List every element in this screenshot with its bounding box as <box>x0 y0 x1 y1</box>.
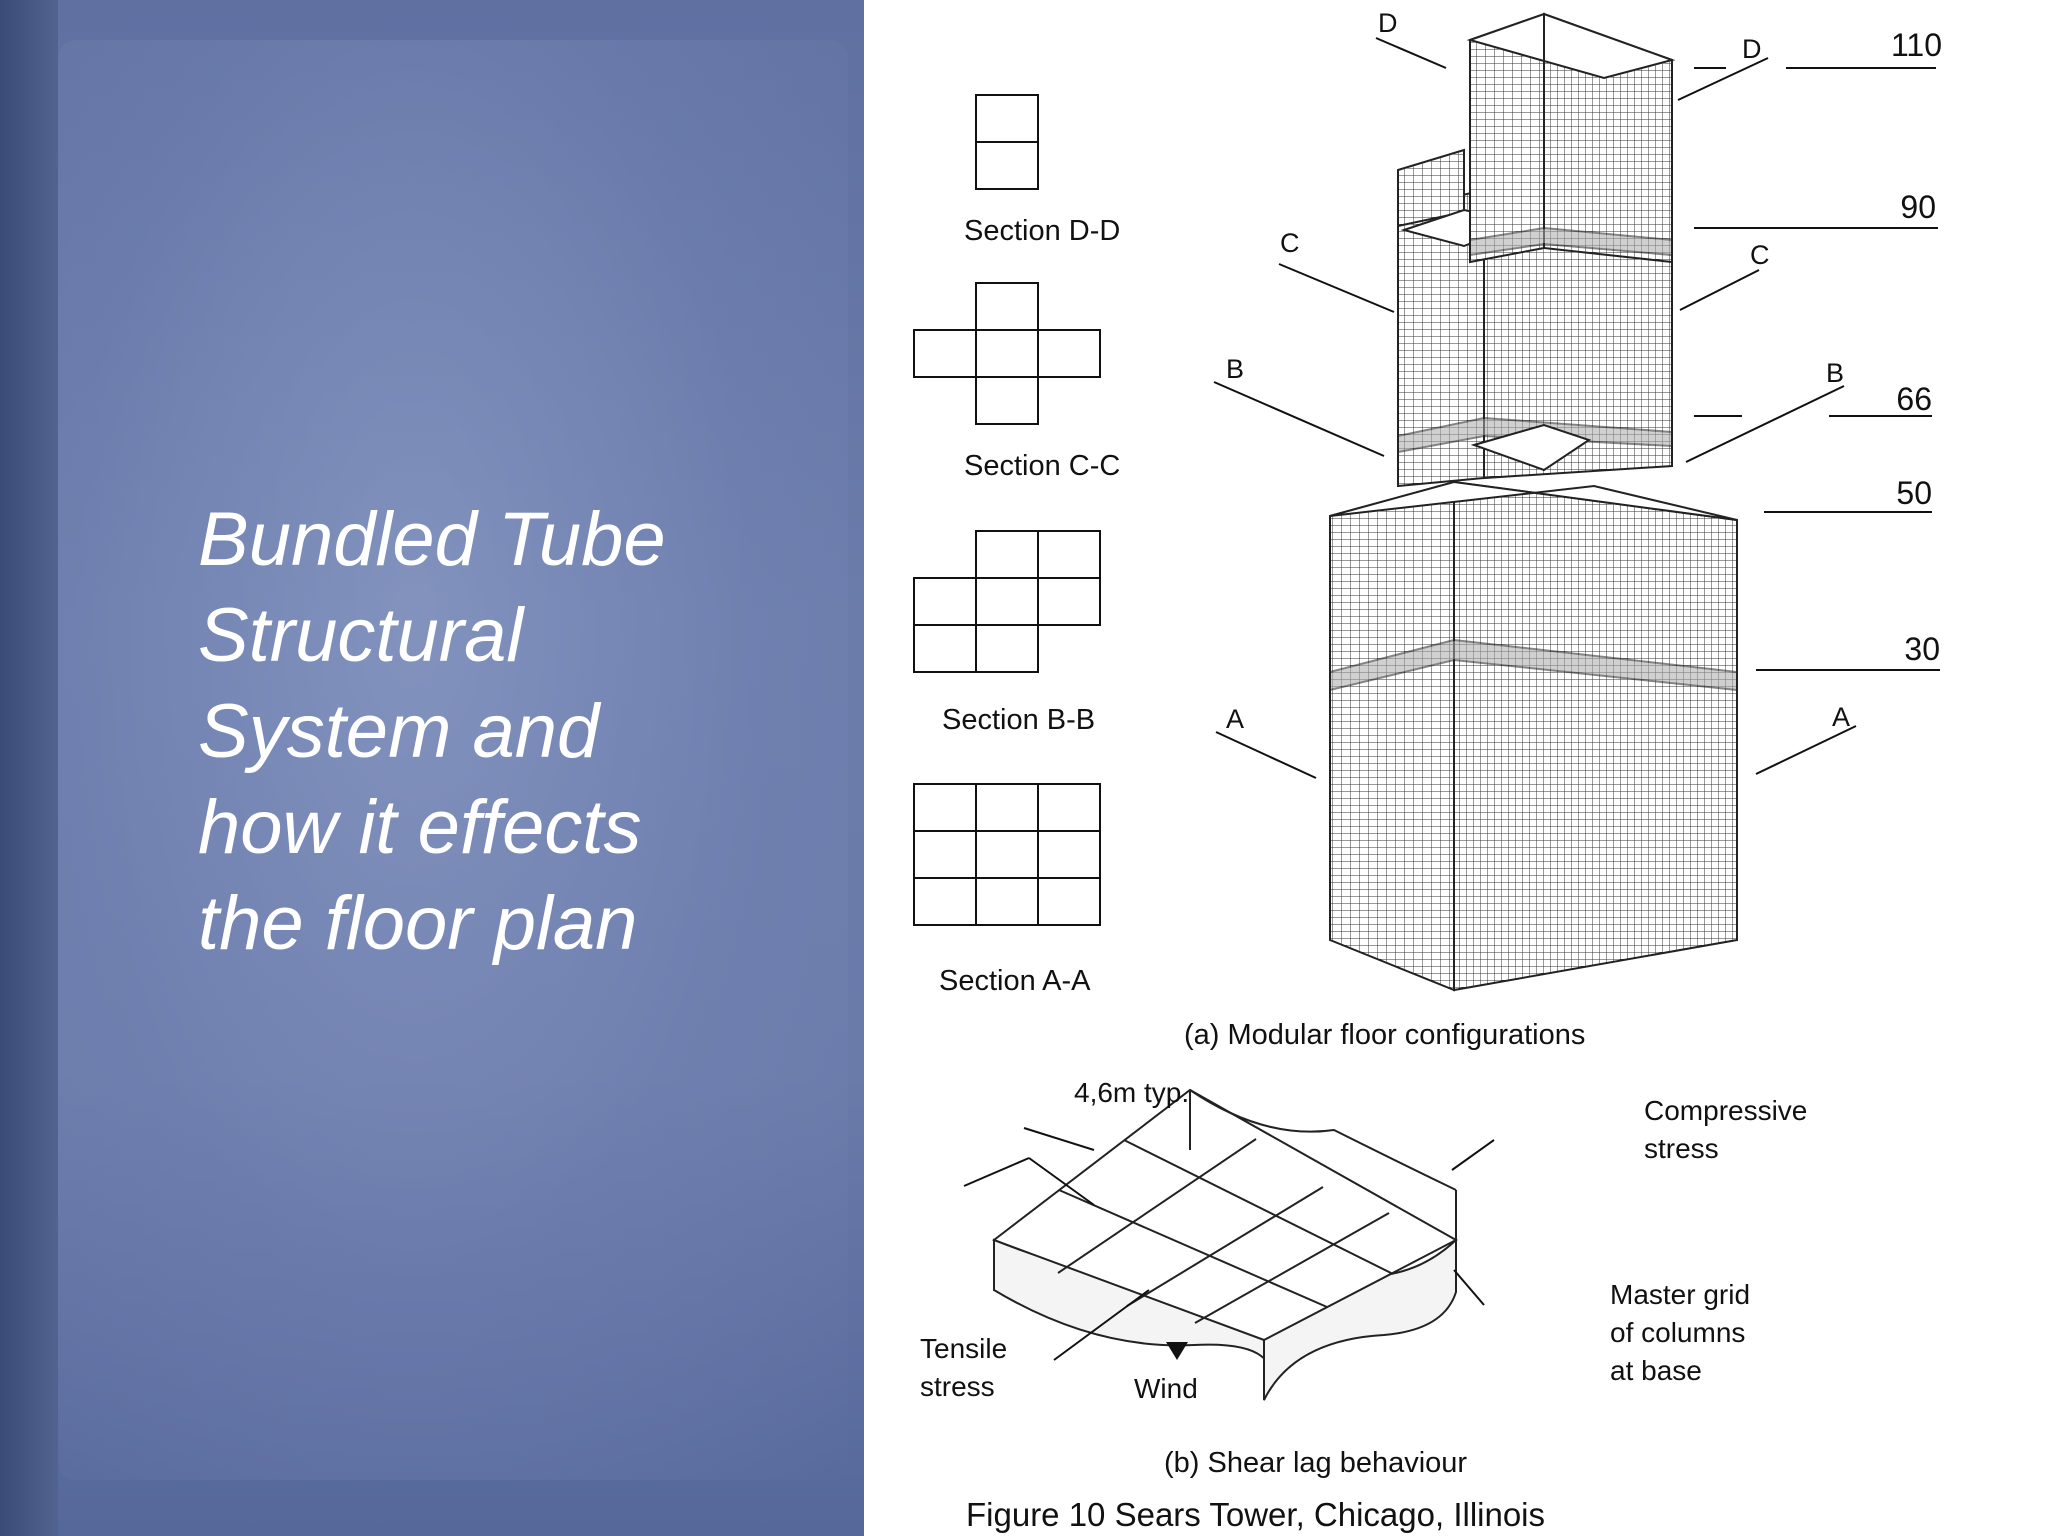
section-b-b-diagram <box>913 530 1101 673</box>
background-texture-panel <box>0 0 864 1536</box>
master-grid-label-line2: of columns <box>1610 1317 1745 1348</box>
section-mark-b-right: B <box>1826 358 1844 388</box>
section-mark-d-left: D <box>1378 8 1398 38</box>
section-c-c-diagram <box>913 282 1101 425</box>
section-mark-c-left: C <box>1280 228 1300 258</box>
floor-level-labels: 110 90 66 50 30 <box>1891 27 1942 667</box>
compressive-stress-label-line1: Compressive <box>1644 1095 1807 1126</box>
floor-level-66: 66 <box>1896 381 1932 417</box>
section-d-d-diagram <box>975 94 1039 190</box>
floor-level-50: 50 <box>1896 475 1932 511</box>
sears-tower-figure: Section D-D Section C-C Section B-B <box>913 8 1942 1533</box>
section-d-d-label: Section D-D <box>964 215 1120 247</box>
spacing-dimension-label: 4,6m typ. <box>1074 1077 1189 1108</box>
wind-label: Wind <box>1134 1373 1198 1404</box>
shear-lag-leaders <box>963 1127 1495 1361</box>
slide-title-line: Bundled Tube <box>198 497 666 582</box>
floor-level-90: 90 <box>1900 189 1936 225</box>
section-b-b-label: Section B-B <box>942 704 1095 736</box>
section-mark-b-left: B <box>1226 354 1244 384</box>
section-mark-c-right: C <box>1750 240 1770 270</box>
tensile-stress-label-line1: Tensile <box>920 1333 1007 1364</box>
section-cut-marks: D D C C B B A A <box>1226 8 1850 734</box>
shear-lag-labels: 4,6m typ. Compressive stress Tensile str… <box>920 1077 1807 1404</box>
wind-arrow-icon <box>1166 1342 1188 1360</box>
section-mark-d-right: D <box>1742 34 1762 64</box>
caption-shear-lag: (b) Shear lag behaviour <box>1164 1447 1467 1479</box>
section-c-c-label: Section C-C <box>964 450 1120 482</box>
slide-title-line: Structural <box>198 593 524 678</box>
tensile-stress-label-line2: stress <box>920 1371 995 1402</box>
tower-isometric-drawing <box>1329 12 1738 992</box>
master-grid-label-line3: at base <box>1610 1355 1702 1386</box>
section-mark-a-left: A <box>1226 704 1244 734</box>
shear-lag-diagram <box>991 1088 1459 1401</box>
compressive-stress-label-line2: stress <box>1644 1133 1719 1164</box>
floor-level-lines <box>1694 67 1940 671</box>
slide-title-line: System and <box>198 689 600 774</box>
slide-title-line: how it effects <box>198 785 642 870</box>
caption-modular-floor: (a) Modular floor configurations <box>1184 1019 1585 1051</box>
section-mark-a-right: A <box>1832 702 1850 732</box>
floor-level-110: 110 <box>1891 27 1942 63</box>
figure-caption: Figure 10 Sears Tower, Chicago, Illinois <box>966 1496 1545 1533</box>
floor-level-30: 30 <box>1904 631 1940 667</box>
section-cut-leaders <box>1213 37 1857 779</box>
slide-title-line: the floor plan <box>198 881 638 966</box>
master-grid-label-line1: Master grid <box>1610 1279 1750 1310</box>
section-a-a-diagram <box>913 783 1101 926</box>
slide-title: Bundled Tube Structural System and how i… <box>198 492 758 972</box>
section-a-a-label: Section A-A <box>939 965 1091 997</box>
